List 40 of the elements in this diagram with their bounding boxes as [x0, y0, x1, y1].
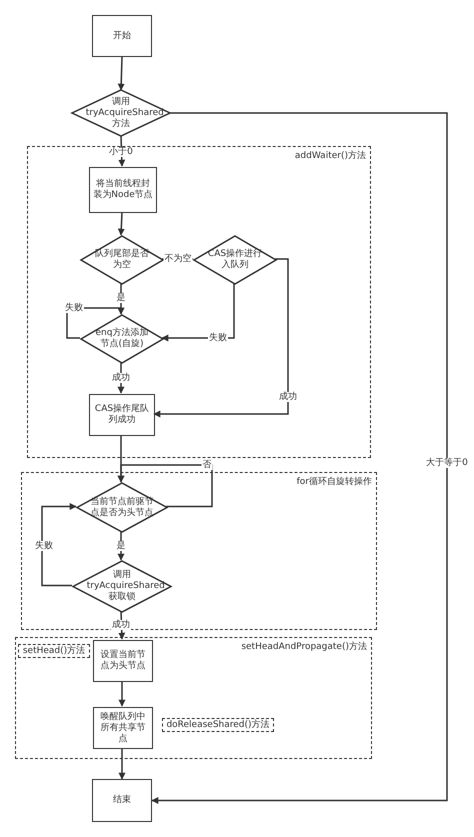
arrow: [118, 610, 126, 640]
arrow: [118, 748, 126, 780]
arrow: [161, 283, 235, 342]
arrow: [41, 503, 77, 586]
group-title: addWaiter()方法: [294, 150, 366, 162]
method-tag: setHead()方法: [18, 644, 90, 658]
arrow: [151, 112, 448, 804]
arrow: [118, 362, 124, 394]
arrow: [66, 307, 124, 339]
edge-label: 失败: [64, 303, 84, 313]
group-title: for循环自旋转操作: [296, 476, 372, 488]
process-box: 将当前线程封装为Node节点: [89, 167, 157, 213]
arrow: [118, 212, 125, 236]
edge-label: 成功: [111, 373, 131, 383]
arrow: [118, 56, 125, 91]
group-title: setHeadAndPropagate()方法: [241, 640, 367, 653]
arrow: [118, 681, 126, 707]
dashed-group: [15, 637, 372, 759]
process-box: 结束: [92, 779, 152, 822]
edge-label: 成功: [278, 392, 298, 402]
process-box: 设置当前节点为头节点: [93, 640, 153, 682]
arrow: [118, 464, 213, 508]
edge-label: 是: [116, 293, 126, 303]
arrow: [153, 258, 289, 418]
edge-label: 成功: [111, 620, 131, 630]
edge-label: 失败: [34, 541, 54, 551]
dashed-group: [21, 472, 377, 630]
process-box: CAS操作尾队列成功: [89, 394, 155, 436]
decision-diamond: 调用 tryAcquireShared 获取锁: [73, 561, 171, 612]
process-box: 唤醒队列中所有共享节点: [93, 707, 153, 749]
method-tag: doReleaseShared()方法: [162, 718, 274, 732]
edge-label: 大于等于0: [425, 458, 469, 468]
edge-label: 小于0: [108, 147, 134, 157]
dashed-group: [27, 146, 371, 458]
edge-label: 失败: [208, 333, 228, 343]
edge-label: 是: [116, 541, 126, 551]
edge-label: 不为空: [164, 254, 192, 264]
edge-label: 否: [202, 460, 212, 470]
process-box: 开始: [92, 15, 152, 57]
decision-diamond: 调用 tryAcquireShared 方法: [72, 90, 170, 136]
